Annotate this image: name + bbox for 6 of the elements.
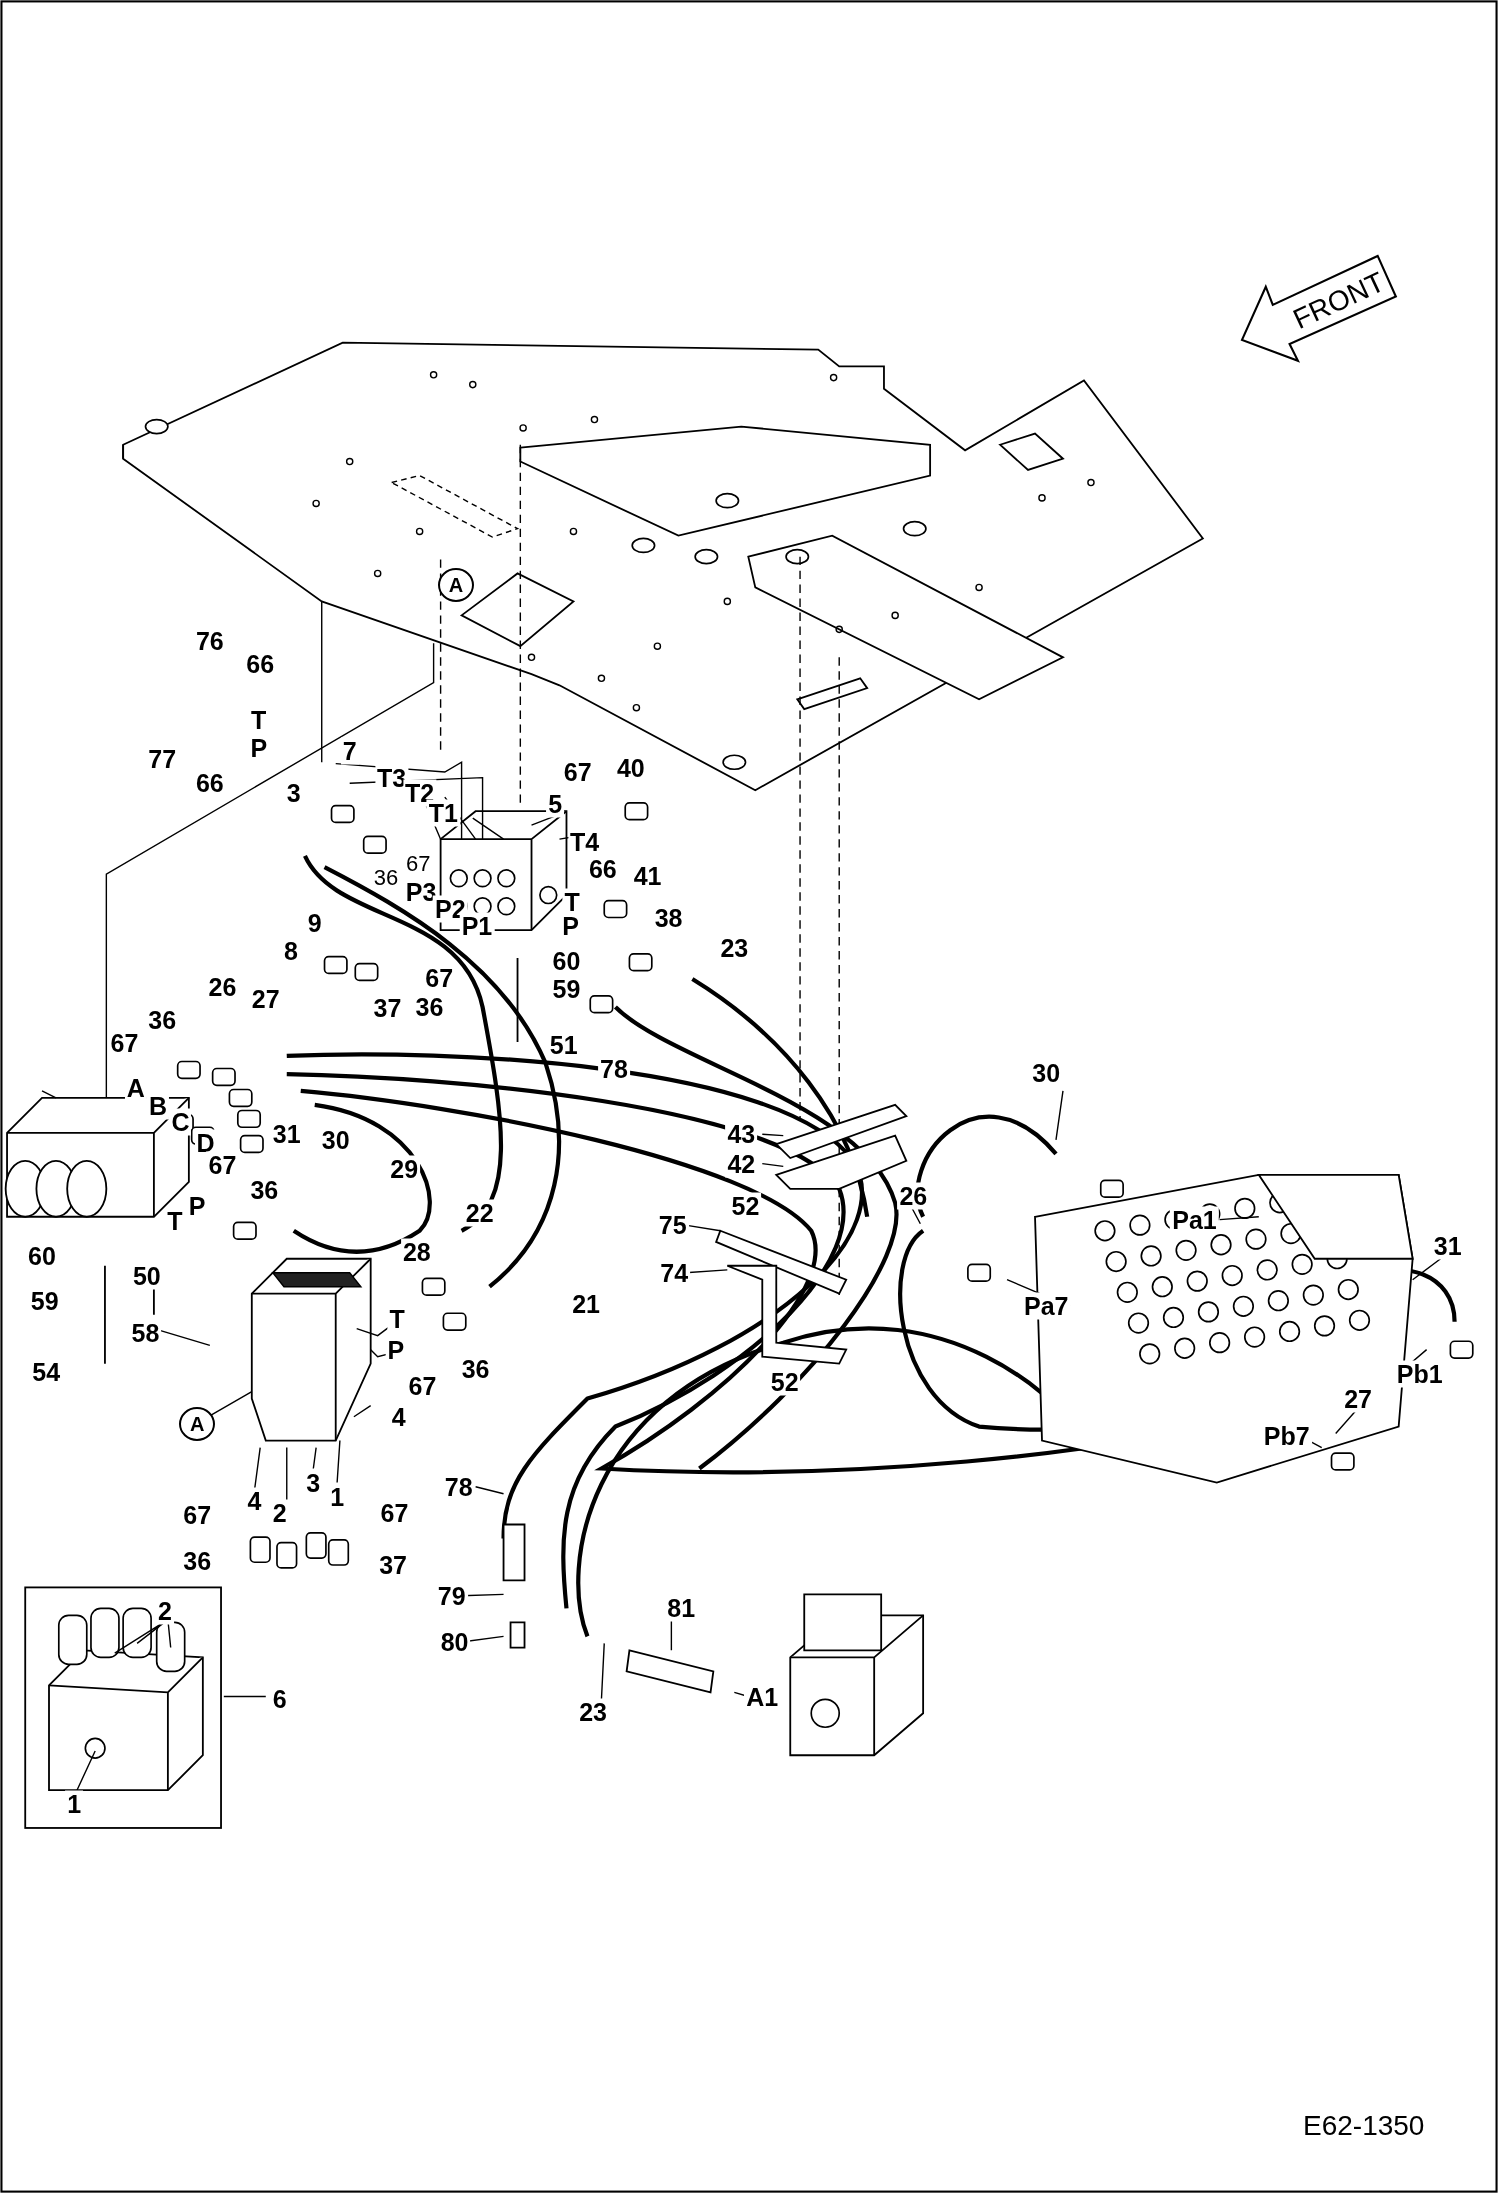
callout-number: 26 [897, 1182, 930, 1210]
callout-number: Pa1 [1170, 1206, 1219, 1234]
callout-number: Pa7 [1022, 1292, 1071, 1320]
callout-number: 22 [463, 1199, 496, 1227]
reference-letter: A [179, 1406, 216, 1441]
callout-number: C [169, 1108, 192, 1136]
